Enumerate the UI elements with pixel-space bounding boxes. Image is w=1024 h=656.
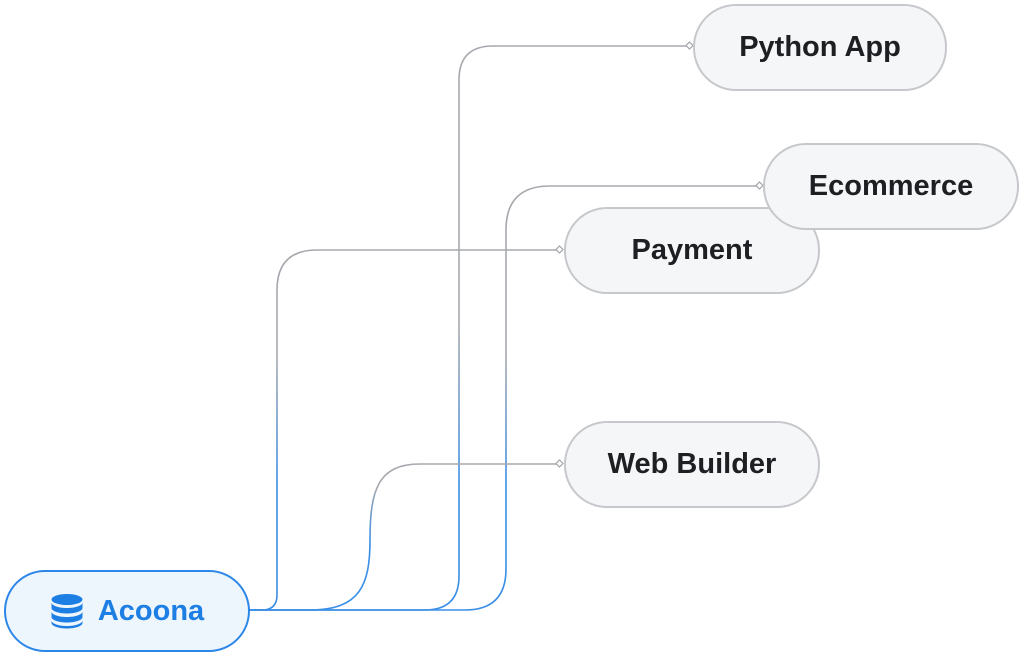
- node-label: Web Builder: [607, 448, 777, 480]
- edge-end-marker: [755, 181, 764, 190]
- edge-acoona-payment: [248, 249, 560, 611]
- edge-acoona-python-app: [248, 45, 690, 611]
- node-payment[interactable]: Payment: [564, 207, 820, 294]
- node-label: Payment: [631, 234, 753, 266]
- edge-acoona-ecommerce: [248, 185, 760, 611]
- node-python-app[interactable]: Python App: [693, 4, 947, 91]
- node-web-builder[interactable]: Web Builder: [564, 421, 820, 508]
- edge-acoona-web-builder: [248, 463, 560, 611]
- node-label: Python App: [739, 31, 901, 63]
- node-label: Acoona: [97, 594, 205, 627]
- edge-end-marker: [555, 459, 564, 468]
- edge-end-marker: [685, 41, 694, 50]
- node-label: Ecommerce: [808, 170, 974, 202]
- node-acoona-root[interactable]: Acoona: [4, 570, 250, 652]
- node-ecommerce[interactable]: Ecommerce: [763, 143, 1019, 230]
- edge-end-marker: [555, 245, 564, 254]
- database-icon: [50, 593, 84, 629]
